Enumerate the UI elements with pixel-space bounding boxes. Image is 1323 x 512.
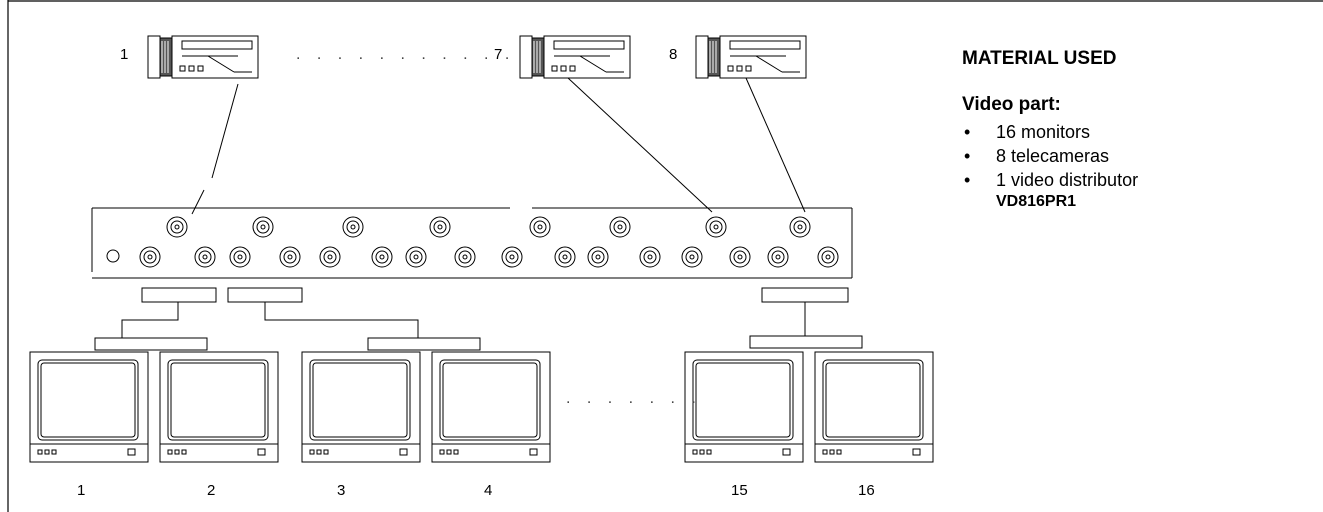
monitor-1: [29, 351, 149, 463]
bullet-icon: •: [964, 122, 971, 142]
splitter-box-2: [227, 287, 303, 303]
legend-item-distributor: • 1 video distributor VD816PR1: [962, 168, 1302, 212]
legend-item-telecameras: • 8 telecameras: [962, 144, 1302, 168]
cable-camera-7: [567, 77, 713, 213]
legend-item-monitors: • 16 monitors: [962, 120, 1302, 144]
camera-label-1: 1: [120, 46, 129, 63]
cable-camera-8: [745, 77, 806, 213]
bar-monitors-15-16: [749, 335, 863, 349]
monitor-label-16: 16: [858, 482, 875, 499]
legend-list: • 16 monitors • 8 telecameras • 1 video …: [962, 120, 1302, 212]
cable-camera-1: [211, 83, 239, 179]
monitor-label-4: 4: [484, 482, 493, 499]
monitor-4: [431, 351, 551, 463]
wire-monitors-1-2: [121, 302, 179, 338]
camera-1: [147, 35, 259, 79]
material-legend: MATERIAL USED Video part: • 16 monitors …: [962, 48, 1302, 212]
splitter-box-1: [141, 287, 217, 303]
bullet-icon: •: [964, 146, 971, 166]
monitor-label-15: 15: [731, 482, 748, 499]
legend-item-text: 1 video distributor: [996, 170, 1139, 190]
monitor-15: [684, 351, 804, 463]
camera-7: [519, 35, 631, 79]
legend-item-text: 8 telecameras: [996, 146, 1110, 166]
legend-item-model: VD816PR1: [996, 193, 1077, 210]
cable-camera-1-lower: [191, 189, 205, 215]
monitor-3: [301, 351, 421, 463]
camera-label-7: 7: [494, 46, 503, 63]
bar-monitors-1-2: [94, 337, 208, 351]
monitor-label-3: 3: [337, 482, 346, 499]
wire-monitors-3-4: [264, 302, 419, 338]
monitor-label-2: 2: [207, 482, 216, 499]
splitter-box-3: [761, 287, 849, 303]
monitor-2: [159, 351, 279, 463]
video-distributor: [91, 207, 853, 279]
camera-label-8: 8: [669, 46, 678, 63]
bullet-icon: •: [964, 170, 971, 190]
bar-monitors-3-4: [367, 337, 481, 351]
camera-8: [695, 35, 807, 79]
camera-ellipsis: . . . . . . . . . . .: [296, 46, 516, 63]
monitor-ellipsis: . . . . . . .: [566, 390, 702, 407]
legend-item-text: 16 monitors: [996, 122, 1091, 142]
legend-subtitle: Video part:: [962, 94, 1061, 115]
monitor-16: [814, 351, 934, 463]
monitor-label-1: 1: [77, 482, 86, 499]
legend-title: MATERIAL USED: [962, 48, 1117, 69]
